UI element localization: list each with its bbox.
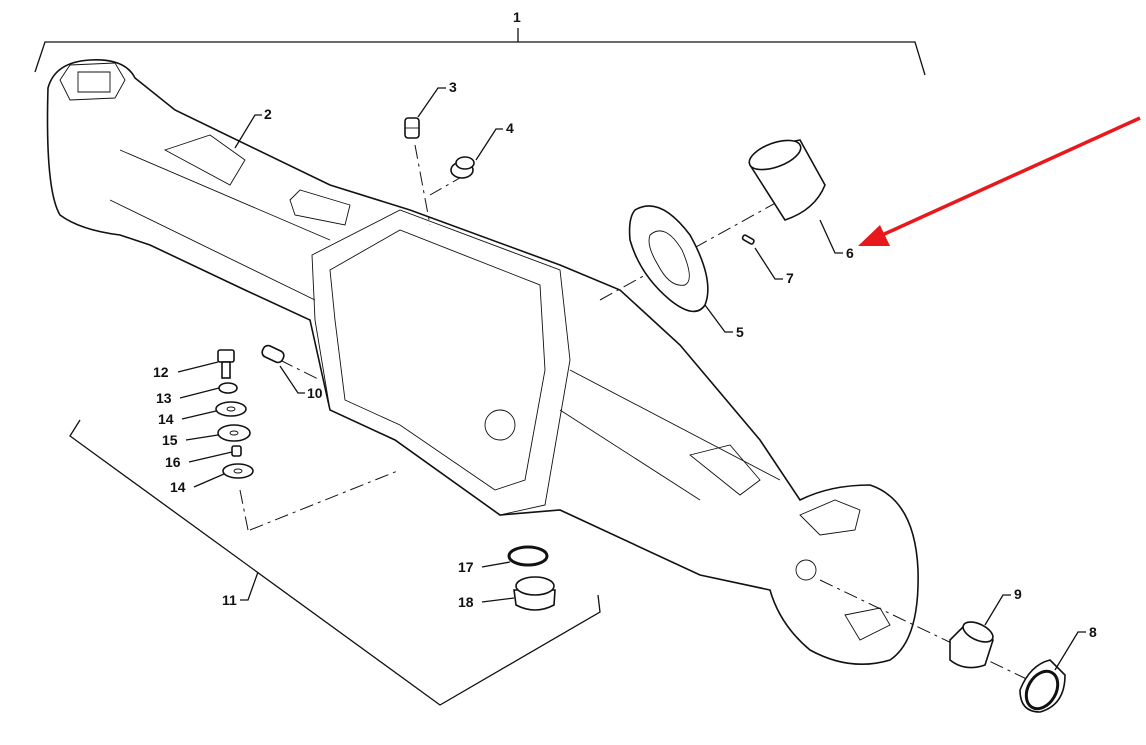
callout-16: 16	[165, 454, 181, 470]
seal-8	[1019, 659, 1066, 713]
bracket-11	[69, 419, 601, 706]
bushing-9	[949, 621, 994, 669]
callout-17: 17	[458, 559, 474, 575]
axle-housing	[46, 59, 919, 665]
bushing-6	[748, 139, 826, 221]
plug-4	[450, 156, 475, 179]
callout-3: 3	[449, 79, 457, 95]
sleeve-10	[261, 344, 285, 364]
highlight-arrow	[858, 116, 1141, 246]
callout-9: 9	[1014, 586, 1022, 602]
callout-7: 7	[786, 270, 794, 286]
callout-14a: 14	[158, 411, 174, 427]
callout-13: 13	[156, 390, 172, 406]
o-ring-17	[507, 545, 549, 567]
callout-5: 5	[736, 324, 744, 340]
callout-1: 1	[513, 9, 521, 25]
callout-11: 11	[222, 592, 237, 608]
callout-15: 15	[162, 432, 178, 448]
callout-12: 12	[153, 364, 169, 380]
callout-18: 18	[458, 594, 474, 610]
bolt-stack	[215, 349, 254, 479]
bracket-1	[34, 41, 926, 76]
pin-7	[741, 234, 755, 245]
callout-6: 6	[846, 245, 854, 261]
grease-fitting-3	[404, 117, 420, 139]
callout-10: 10	[307, 385, 323, 401]
drain-plug-18	[513, 576, 556, 611]
thrust-washer-5	[628, 205, 709, 313]
callout-8: 8	[1089, 624, 1097, 640]
callout-2: 2	[264, 106, 272, 122]
callout-14b: 14	[170, 479, 186, 495]
leader-lines	[177, 87, 1086, 671]
callout-4: 4	[506, 120, 514, 136]
